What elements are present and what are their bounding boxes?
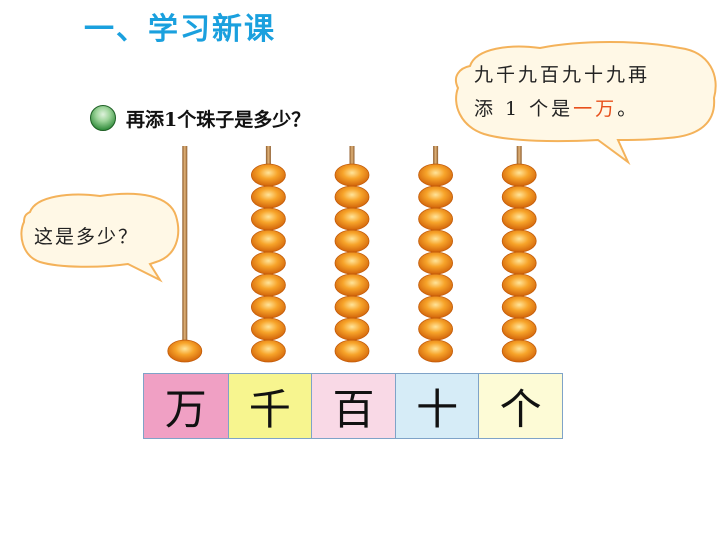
abacus-bead	[418, 163, 454, 187]
abacus-bead	[167, 339, 203, 363]
section-title: 一、学习新课	[84, 12, 276, 47]
abacus-bead	[250, 295, 286, 319]
abacus-bead	[418, 273, 454, 297]
abacus-bead	[250, 317, 286, 341]
bubble-left-text: 这是多少？	[34, 226, 140, 248]
abacus-bead	[418, 207, 454, 231]
abacus-bead	[334, 229, 370, 253]
bubble-right-line2: 添 1 个是一万。	[474, 92, 706, 126]
abacus-bead	[334, 317, 370, 341]
place-cell-bai: 百	[311, 374, 395, 438]
abacus-bead	[418, 229, 454, 253]
abacus-bead	[250, 207, 286, 231]
abacus-bead	[250, 339, 286, 363]
abacus-bead	[501, 317, 537, 341]
place-value-row: 万 千 百 十 个	[143, 373, 563, 439]
abacus-bead	[501, 339, 537, 363]
bubble-right-line2-suffix: 。	[617, 98, 640, 120]
abacus-bead	[418, 339, 454, 363]
abacus-bead	[334, 207, 370, 231]
abacus-bead	[334, 295, 370, 319]
bubble-right-line1: 九千九百九十九再	[474, 64, 651, 86]
abacus-bead	[250, 273, 286, 297]
abacus-bead	[418, 251, 454, 275]
abacus-bead	[418, 295, 454, 319]
speech-bubble-left	[20, 192, 180, 283]
place-cell-ge: 个	[478, 374, 562, 438]
bubble-right-line2-prefix: 添 1 个是	[474, 98, 574, 120]
abacus-bead	[501, 185, 537, 209]
abacus-bead	[334, 273, 370, 297]
abacus-bead	[334, 339, 370, 363]
abacus-bead	[501, 295, 537, 319]
place-cell-qian: 千	[227, 374, 312, 438]
abacus-bead	[501, 229, 537, 253]
abacus-bead	[334, 185, 370, 209]
abacus-bead	[501, 207, 537, 231]
abacus-bead	[334, 251, 370, 275]
abacus-bead	[501, 251, 537, 275]
place-cell-wan: 万	[144, 374, 228, 438]
place-cell-shi: 十	[394, 374, 479, 438]
abacus-bead	[418, 317, 454, 341]
abacus-bead	[418, 185, 454, 209]
abacus-rod	[182, 146, 188, 362]
green-bullet-icon	[90, 105, 116, 131]
question-text: 再添1个珠子是多少？	[126, 108, 311, 131]
abacus-bead	[250, 229, 286, 253]
abacus-bead	[501, 163, 537, 187]
abacus-bead	[334, 163, 370, 187]
bubble-right-highlight: 一万	[573, 98, 618, 120]
bubble-right-text: 九千九百九十九再 添 1 个是一万。	[474, 58, 706, 126]
abacus-bead	[250, 185, 286, 209]
question-line: 再添1个珠子是多少？	[90, 103, 310, 133]
abacus-bead	[250, 251, 286, 275]
speech-bubble-right	[454, 41, 717, 166]
abacus-bead	[501, 273, 537, 297]
abacus-bead	[250, 163, 286, 187]
